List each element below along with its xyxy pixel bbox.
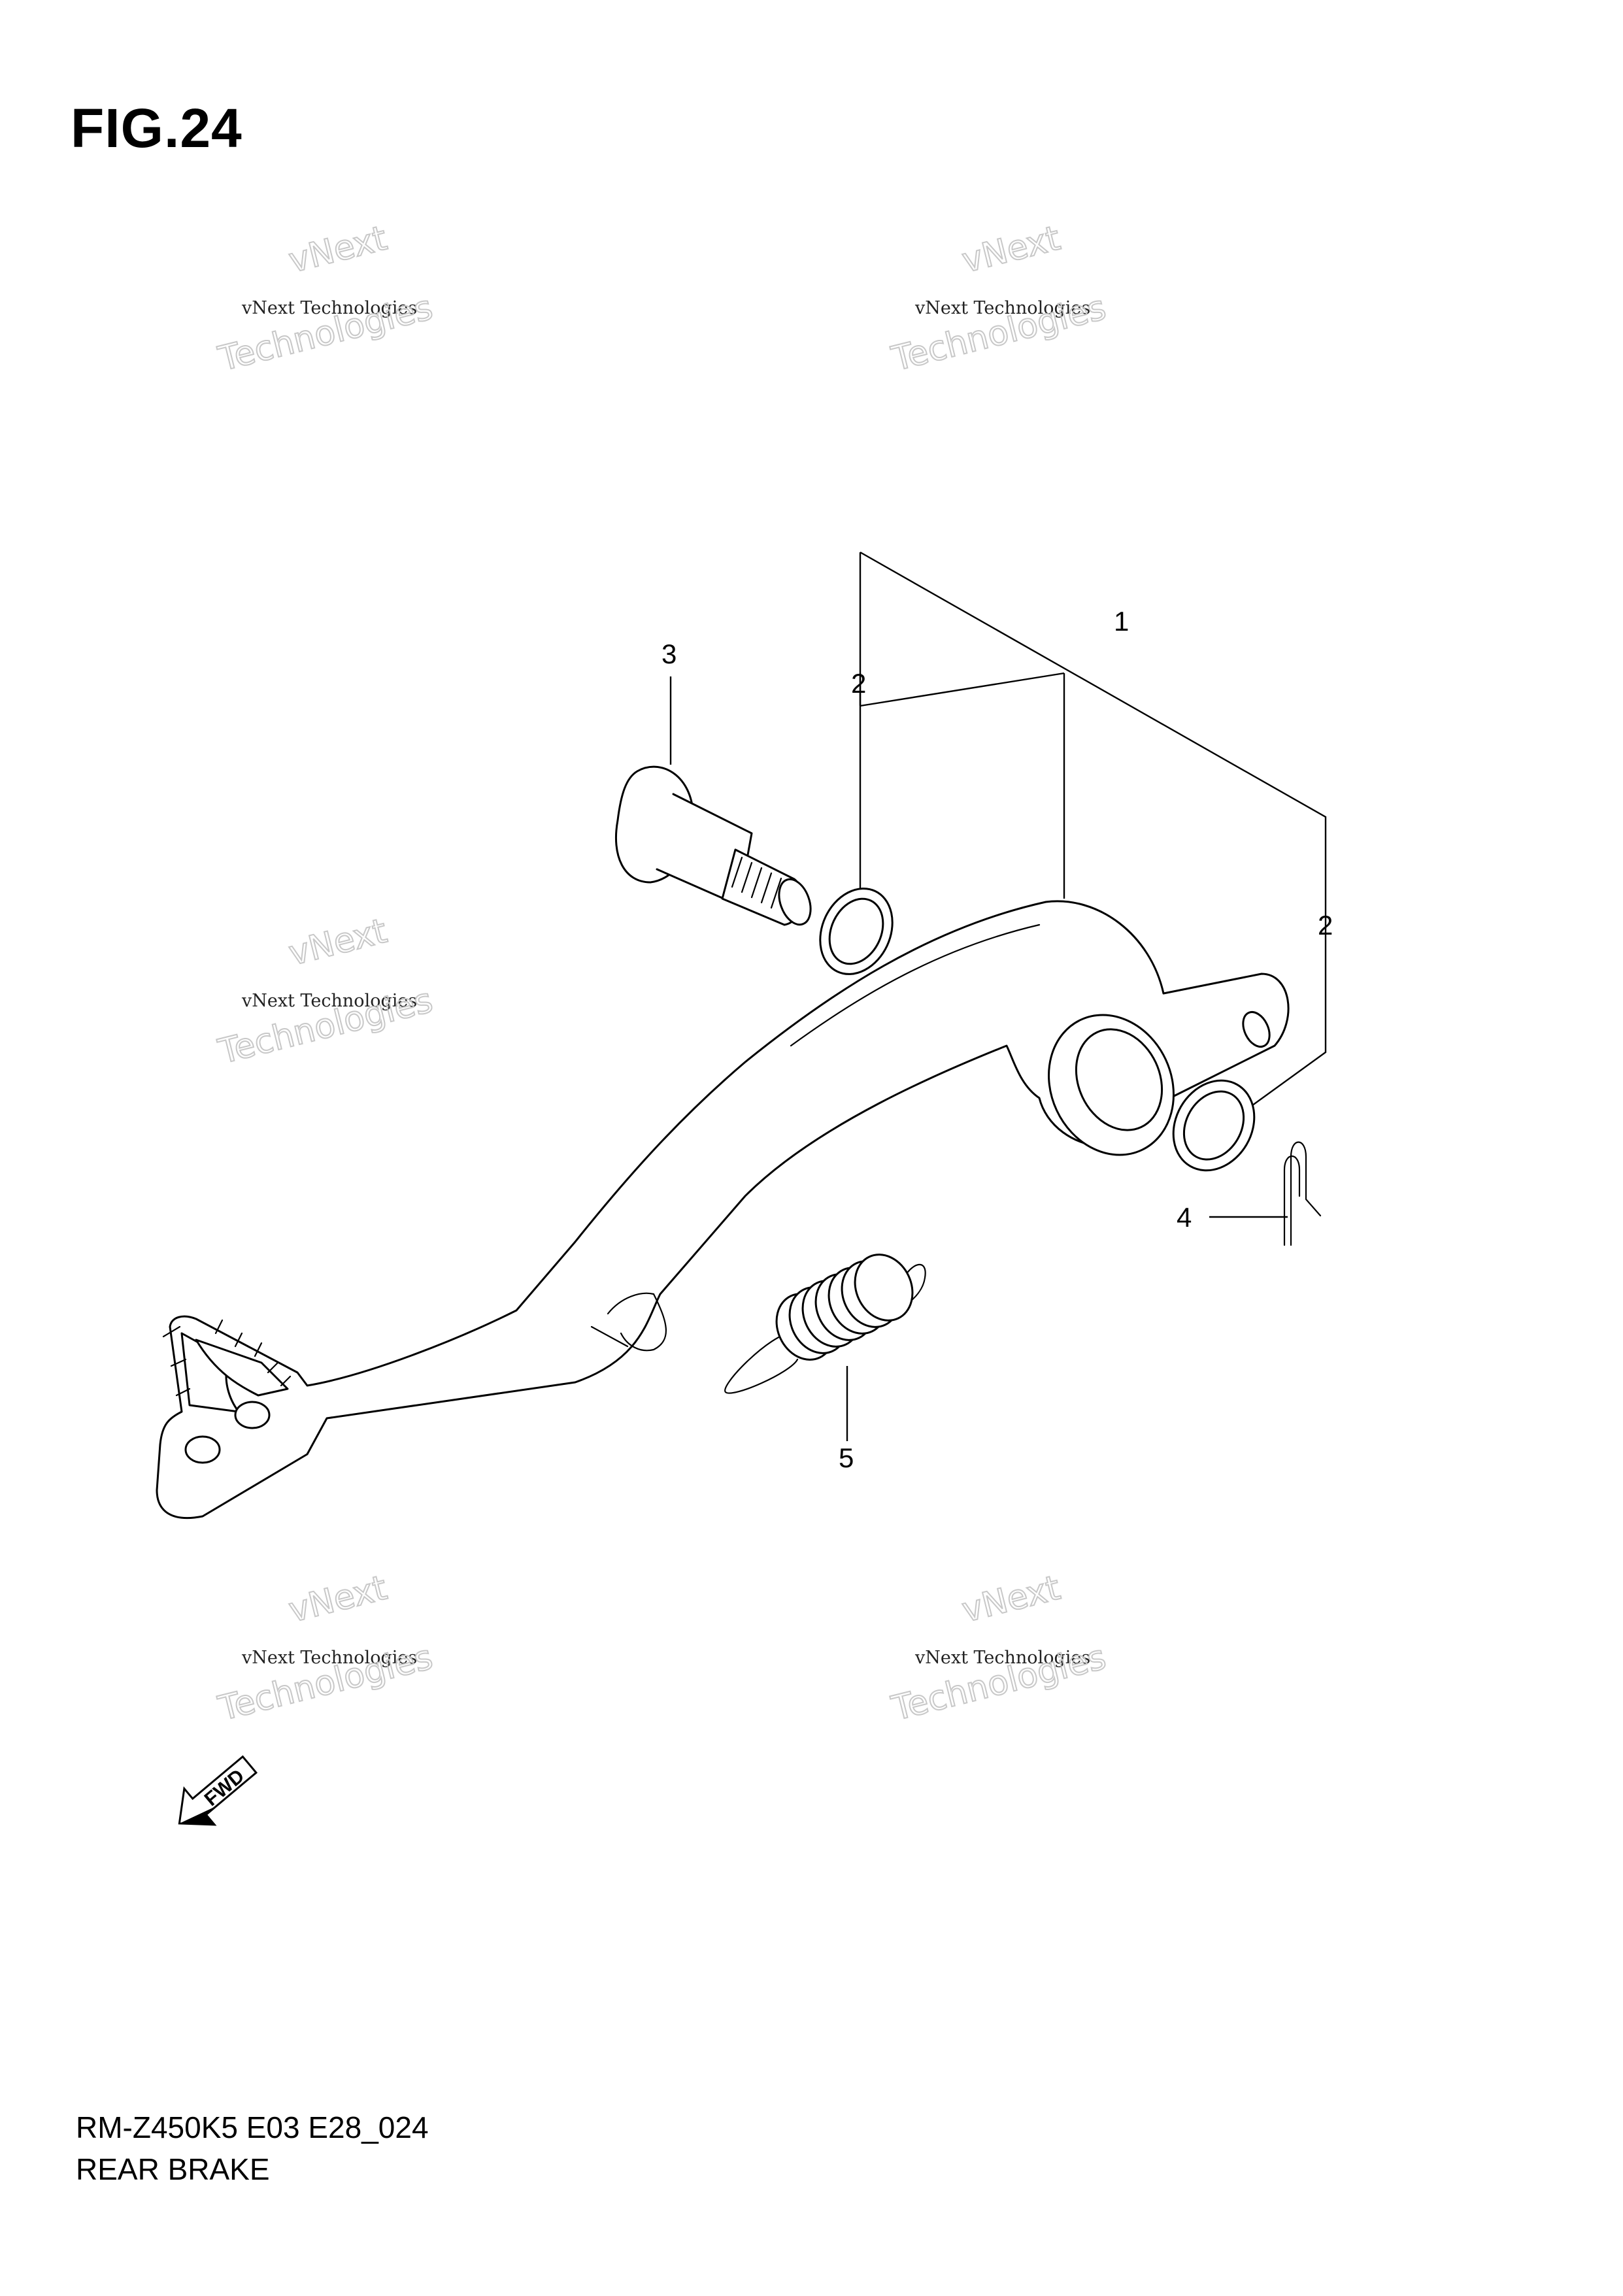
watermark-brand: vNext — [285, 219, 391, 281]
watermark-brand: vNext — [285, 912, 391, 974]
leader-lines — [669, 551, 1327, 1441]
washer-left — [819, 888, 894, 975]
watermark-brand: vNext — [958, 219, 1064, 281]
watermark-brand: vNext — [285, 1569, 391, 1631]
forward-arrow-icon: FWD — [178, 1755, 258, 1826]
figure-title: FIG.24 — [71, 97, 243, 159]
watermark-text: vNext Technologies — [241, 991, 417, 1011]
callout-2-right: 2 — [1318, 910, 1333, 940]
brake-pedal — [156, 900, 1290, 1520]
callout-2-left: 2 — [851, 668, 866, 699]
pivot-bolt — [614, 765, 812, 926]
watermark-text: vNext Technologies — [241, 298, 417, 318]
watermark-brand: vNext — [958, 1569, 1064, 1631]
callout-5: 5 — [839, 1442, 854, 1473]
callout-3: 3 — [661, 639, 677, 669]
model-code: RM-Z450K5 E03 E28_024 — [76, 2110, 429, 2144]
watermark-text: vNext Technologies — [241, 1648, 417, 1668]
watermark-text: vNext Technologies — [914, 298, 1090, 318]
washer-right — [1172, 1079, 1256, 1172]
callout-1: 1 — [1114, 606, 1129, 637]
watermark-text: vNext Technologies — [914, 1648, 1090, 1668]
cotter-pin — [1283, 1141, 1322, 1246]
section-name: REAR BRAKE — [76, 2152, 270, 2186]
return-spring — [724, 1254, 926, 1394]
callout-4: 4 — [1177, 1202, 1192, 1233]
